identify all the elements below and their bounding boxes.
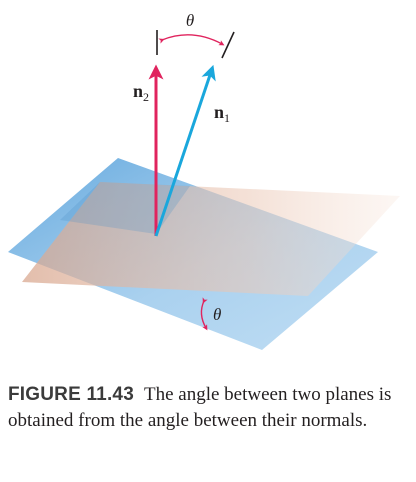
caption-text: The angle between two planes is obtained… (8, 384, 392, 431)
bottom-angle-arc (200, 297, 208, 331)
peach-plane (22, 182, 400, 296)
two-planes-normals-diagram: θ n2 n1 θ (8, 11, 400, 350)
normal-1-label: n1 (214, 102, 230, 125)
bottom-theta-label: θ (213, 305, 221, 324)
normal-1-extension-line (221, 31, 235, 59)
normal-2-label: n2 (133, 81, 149, 104)
figure-number: FIGURE 11.43 (8, 384, 134, 405)
top-theta-label: θ (186, 11, 194, 30)
top-angle-arc (158, 34, 225, 46)
normal-1-arrow (154, 64, 216, 237)
